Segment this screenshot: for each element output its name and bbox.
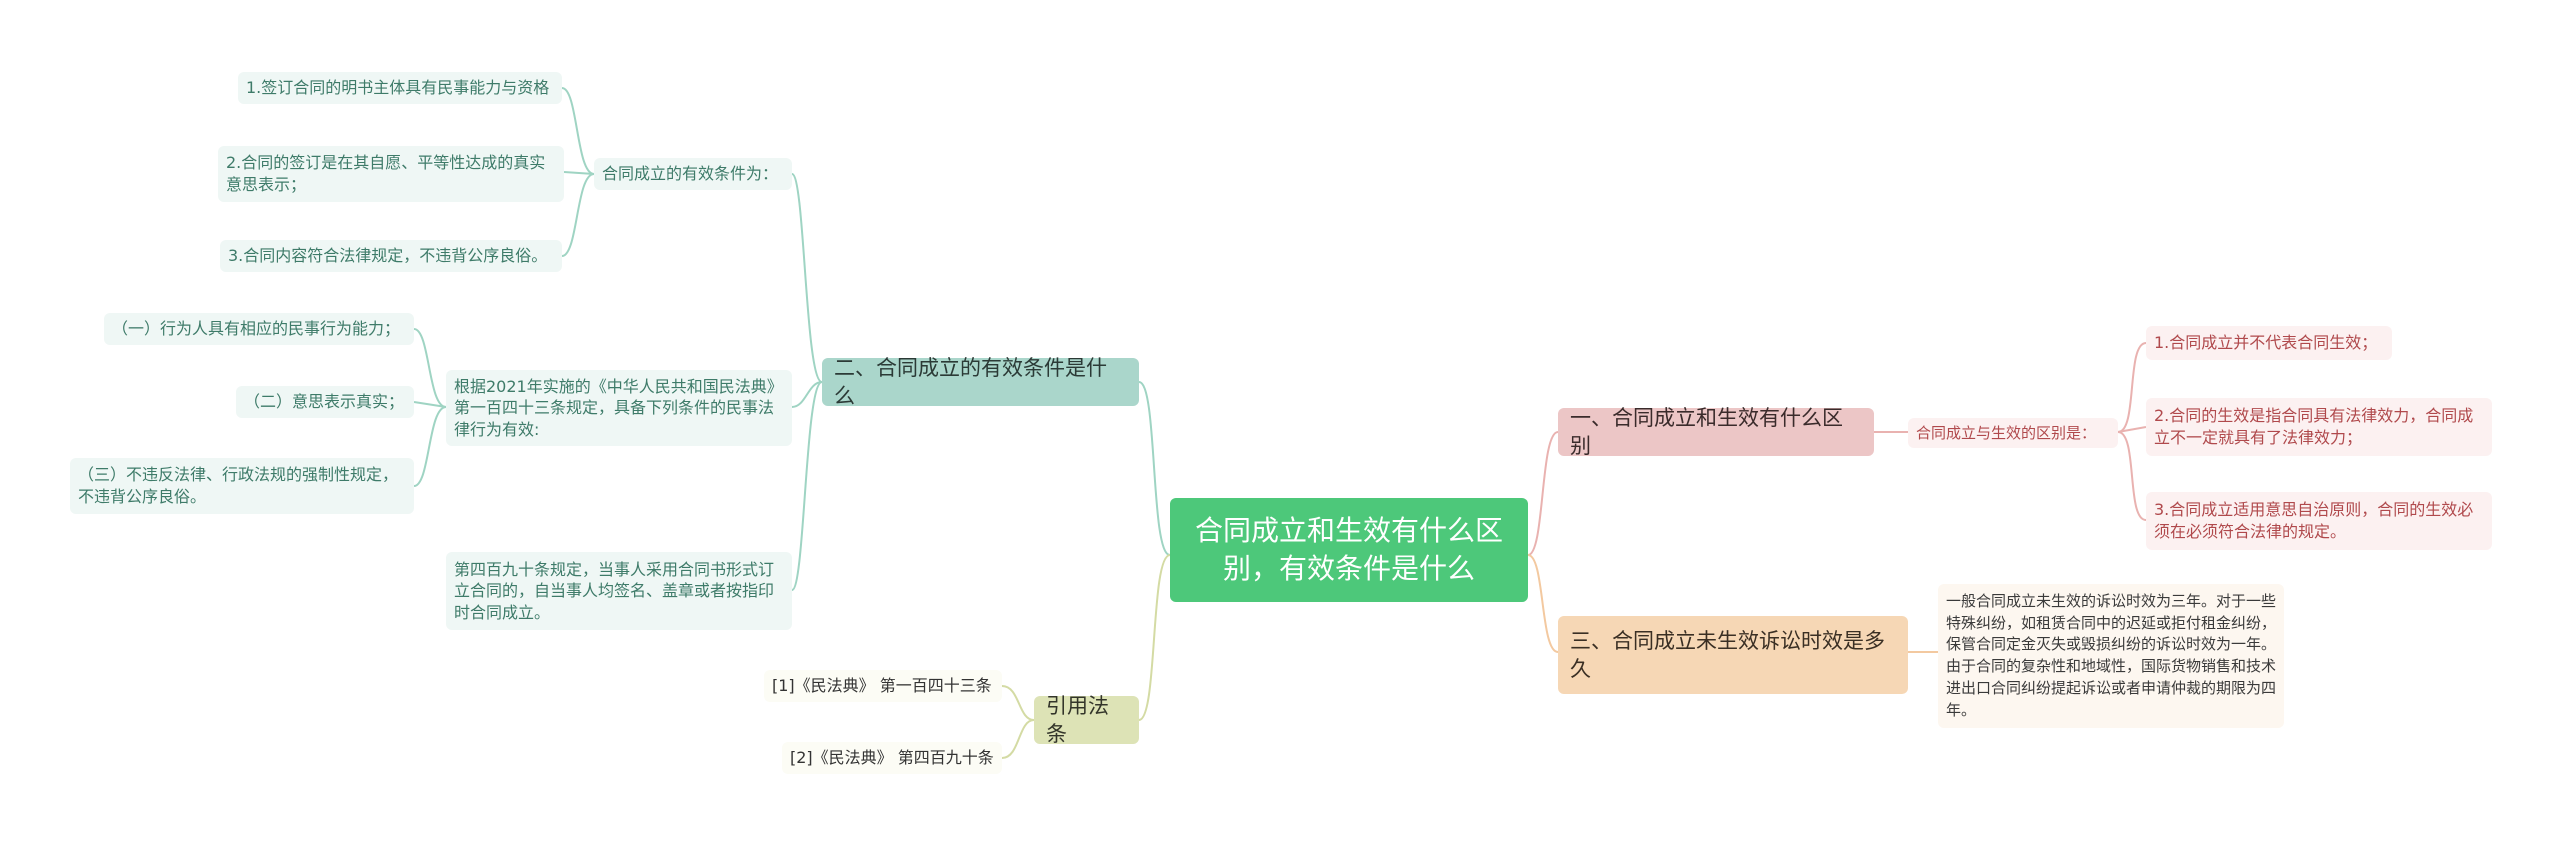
link-right1-item3: [2117, 431, 2147, 521]
condition-item-1-text: 1.签订合同的明书主体具有民事能力与资格: [246, 78, 550, 98]
difference-item-3-text: 3.合同成立适用意思自治原则，合同的生效必须在必须符合法律的规定。: [2154, 500, 2474, 541]
branch-citations-title: 引用法条: [1046, 693, 1109, 746]
civil-condition-2-text: （二）意思表示真实；: [244, 392, 405, 412]
link-right1-item1: [2117, 342, 2147, 433]
civil-condition-3[interactable]: （三）不违反法律、行政法规的强制性规定，不违背公序良俗。: [70, 458, 414, 514]
civil-code-143-group[interactable]: 根据2021年实施的《中华人民共和国民法典》第一百四十三条规定，具备下列条件的民…: [446, 370, 792, 446]
limitation-detail[interactable]: 一般合同成立未生效的诉讼时效为三年。对于一些特殊纠纷，如租赁合同中的迟延或拒付租…: [1938, 584, 2284, 728]
condition-item-1[interactable]: 1.签订合同的明书主体具有民事能力与资格: [238, 72, 562, 104]
link-group1-item2: [563, 171, 595, 175]
branch-difference-title: 一、合同成立和生效有什么区别: [1570, 405, 1843, 458]
link-root-left1: [1138, 381, 1171, 556]
difference-subtopic[interactable]: 合同成立与生效的区别是：: [1908, 418, 2118, 448]
link-left1-group3: [791, 381, 823, 591]
civil-condition-1[interactable]: （一）行为人具有相应的民事行为能力；: [104, 313, 414, 345]
root-title: 合同成立和生效有什么区别，有效条件是什么: [1194, 514, 1503, 585]
link-group2-item3: [413, 406, 447, 487]
valid-conditions-group[interactable]: 合同成立的有效条件为：: [594, 158, 792, 190]
branch-limitation-title: 三、合同成立未生效诉讼时效是多久: [1570, 628, 1885, 681]
difference-item-1-text: 1.合同成立并不代表合同生效；: [2154, 333, 2378, 353]
civil-code-490-group-label: 第四百九十条规定，当事人采用合同书形式订立合同的，自当事人均签名、盖章或者按指印…: [454, 559, 775, 622]
condition-item-3[interactable]: 3.合同内容符合法律规定，不违背公序良俗。: [220, 240, 562, 272]
citation-2[interactable]: [2]《民法典》 第四百九十条: [782, 742, 1002, 774]
civil-code-143-group-label: 根据2021年实施的《中华人民共和国民法典》第一百四十三条规定，具备下列条件的民…: [454, 376, 783, 439]
branch-valid-conditions-title: 二、合同成立的有效条件是什么: [834, 355, 1107, 408]
civil-condition-3-text: （三）不违反法律、行政法规的强制性规定，不违背公序良俗。: [78, 465, 399, 506]
branch-citations[interactable]: 引用法条: [1034, 694, 1139, 746]
link-group2-item2: [413, 401, 447, 408]
citation-1-text: [1]《民法典》 第一百四十三条: [772, 676, 992, 696]
civil-code-490-group[interactable]: 第四百九十条规定，当事人采用合同书形式订立合同的，自当事人均签名、盖章或者按指印…: [446, 552, 792, 630]
branch-valid-conditions[interactable]: 二、合同成立的有效条件是什么: [822, 356, 1139, 408]
valid-conditions-group-label: 合同成立的有效条件为：: [602, 164, 779, 184]
difference-item-2-text: 2.合同的生效是指合同具有法律效力，合同成立不一定就具有了法律效力；: [2154, 406, 2474, 447]
condition-item-3-text: 3.合同内容符合法律规定，不违背公序良俗。: [228, 246, 548, 266]
link-left1-group1: [791, 173, 823, 383]
link-group1-item3: [561, 173, 595, 257]
difference-subtopic-label: 合同成立与生效的区别是：: [1916, 423, 2097, 442]
link-group2-item1: [413, 328, 447, 408]
root-topic[interactable]: 合同成立和生效有什么区别，有效条件是什么: [1170, 498, 1528, 602]
citation-2-text: [2]《民法典》 第四百九十条: [790, 748, 994, 768]
condition-item-2[interactable]: 2.合同的签订是在其自愿、平等性达成的真实意思表示；: [218, 146, 564, 202]
link-root-left2: [1138, 554, 1171, 721]
difference-item-1[interactable]: 1.合同成立并不代表合同生效；: [2146, 326, 2392, 360]
condition-item-2-text: 2.合同的签订是在其自愿、平等性达成的真实意思表示；: [226, 153, 546, 194]
branch-difference[interactable]: 一、合同成立和生效有什么区别: [1558, 406, 1874, 458]
branch-limitation[interactable]: 三、合同成立未生效诉讼时效是多久: [1558, 616, 1908, 694]
difference-item-3[interactable]: 3.合同成立适用意思自治原则，合同的生效必须在必须符合法律的规定。: [2146, 492, 2492, 550]
citation-1[interactable]: [1]《民法典》 第一百四十三条: [764, 670, 1002, 702]
link-left2-ref2: [1001, 719, 1035, 759]
civil-condition-1-text: （一）行为人具有相应的民事行为能力；: [112, 319, 401, 339]
link-root-right1: [1527, 431, 1559, 556]
link-right1-item2: [2117, 426, 2147, 433]
link-left1-group2: [791, 381, 823, 408]
civil-condition-2[interactable]: （二）意思表示真实；: [236, 386, 414, 418]
link-root-right2: [1527, 554, 1559, 653]
link-left2-ref1: [1001, 685, 1035, 721]
link-group1-item1: [561, 87, 595, 175]
limitation-detail-text: 一般合同成立未生效的诉讼时效为三年。对于一些特殊纠纷，如租赁合同中的迟延或拒付租…: [1946, 591, 2277, 719]
difference-item-2[interactable]: 2.合同的生效是指合同具有法律效力，合同成立不一定就具有了法律效力；: [2146, 398, 2492, 456]
